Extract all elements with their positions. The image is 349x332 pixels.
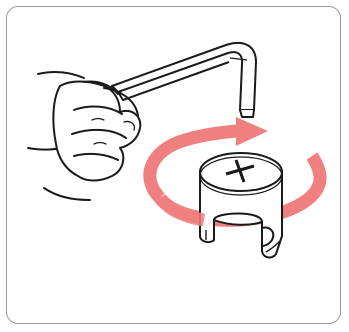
cam-lock-fitting-icon — [200, 153, 282, 257]
